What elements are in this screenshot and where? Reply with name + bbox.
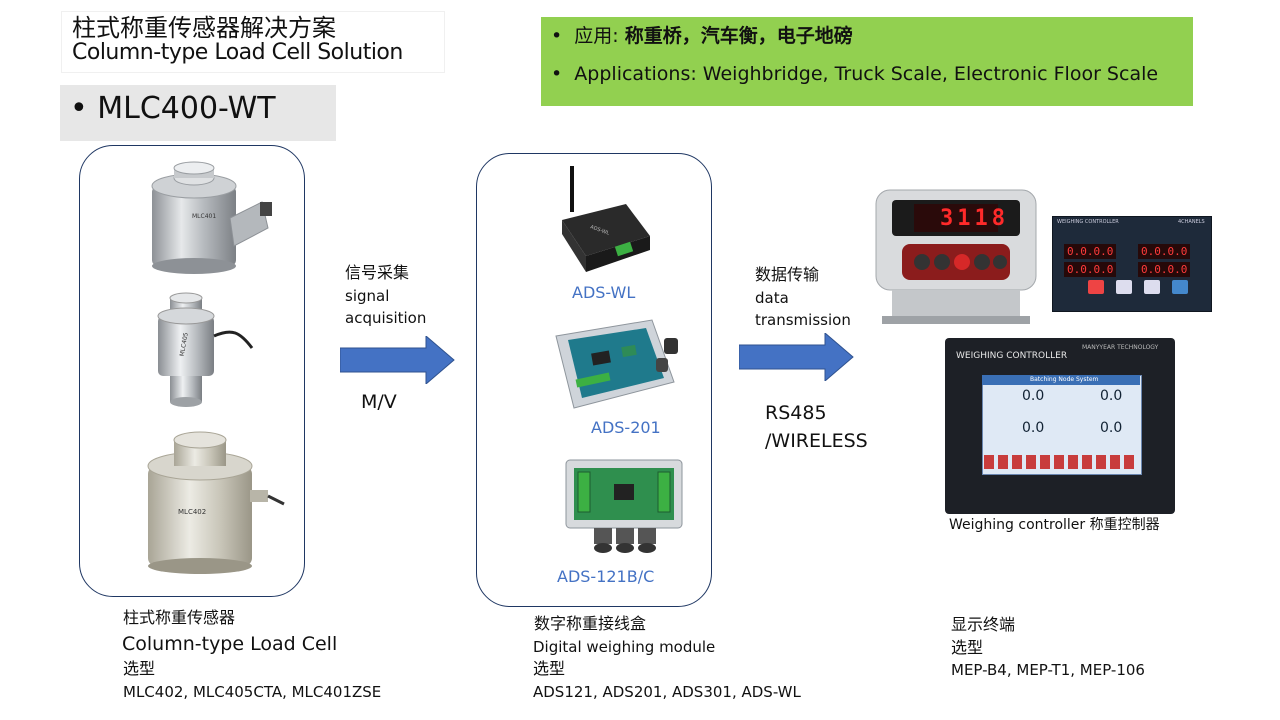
signal-unit: M/V [361, 391, 397, 413]
small-controller-title: WEIGHING CONTROLLER [1057, 219, 1119, 225]
module-selection-label: 选型 [533, 659, 566, 678]
applications-box [541, 17, 1193, 106]
touch-screen-value-4: 0.0 [1100, 420, 1123, 436]
module-caption-cn: 数字称重接线盒 [534, 614, 647, 633]
transmission-en-line1: data [755, 289, 789, 307]
bullet: • [551, 25, 575, 47]
title-box [62, 12, 444, 72]
touch-screen-value-3: 0.0 [1022, 420, 1045, 436]
bullet: • [551, 63, 575, 85]
touch-screen-title: Batching Node System [1030, 376, 1099, 383]
transmission-arrow-icon [739, 333, 854, 381]
small-controller-readout-4: 0.0.0.0 [1138, 262, 1191, 277]
transmission-cn: 数据传输 [755, 265, 820, 284]
touch-screen-value-1: 0.0 [1022, 388, 1045, 404]
load-cell-mlc405-image: MLC405 [157, 292, 254, 407]
touch-controller-header: WEIGHING CONTROLLER [956, 351, 1068, 361]
module-caption-en: Digital weighing module [533, 638, 716, 656]
display-photo-caption: Weighing controller 称重控制器 [949, 517, 1160, 533]
ads-wl-image: ADS-WL [562, 166, 650, 272]
module-label-ads-121: ADS-121B/C [557, 567, 655, 586]
transmission-protocol-line1: RS485 [765, 402, 827, 424]
small-controller-button [1172, 280, 1188, 294]
load-cell-mlc402-image: MLC402 [147, 431, 285, 574]
applications-cn: • 应用: 称重桥，汽车衡，电子地磅 [551, 24, 853, 48]
signal-en-line2: acquisition [345, 309, 427, 327]
small-controller-readout-2: 0.0.0.0 [1138, 244, 1191, 259]
small-controller-button [1116, 280, 1132, 294]
title-chinese: 柱式称重传感器解决方案 [72, 14, 336, 42]
touch-controller-brand: MANYYEAR TECHNOLOGY [1082, 344, 1159, 351]
applications-cn-list: 称重桥，汽车衡，电子地磅 [624, 25, 853, 47]
small-controller-channels: 4CHANELS [1178, 219, 1205, 225]
module-models: ADS121, ADS201, ADS301, ADS-WL [533, 683, 801, 701]
load-cell-engraving: MLC401 [192, 213, 216, 220]
applications-en-text: Applications: Weighbridge, Truck Scale, … [574, 63, 1159, 85]
small-controller-readout-3: 0.0.0.0 [1064, 262, 1117, 277]
load-cell-selection-label: 选型 [123, 659, 156, 678]
model-label: • MLC400-WT [70, 91, 276, 126]
small-controller-readout-1: 0.0.0.0 [1064, 244, 1117, 259]
ads-121-image [565, 459, 683, 553]
model-box [60, 85, 336, 141]
transmission-protocol-line2: /WIRELESS [765, 430, 868, 452]
applications-cn-prefix: 应用: [574, 25, 619, 47]
title-english: Column-type Load Cell Solution [72, 40, 403, 65]
indicator-readout: 3118 [940, 206, 1009, 231]
load-cell-models: MLC402, MLC405CTA, MLC401ZSE [123, 683, 382, 701]
small-controller-button [1088, 280, 1104, 294]
load-cell-mlc401-image: MLC401 [151, 161, 272, 274]
load-cell-caption-cn: 柱式称重传感器 [123, 608, 236, 627]
module-label-ads-wl: ADS-WL [572, 283, 636, 302]
touch-screen-button-row [984, 455, 1138, 469]
ads-201-image [555, 319, 678, 409]
load-cell-engraving: MLC402 [178, 508, 206, 516]
touch-screen-titlebar [982, 375, 1140, 385]
display-caption-cn: 显示终端 [951, 615, 1016, 634]
module-label-ads-201: ADS-201 [591, 418, 661, 437]
signal-cn: 信号采集 [345, 263, 410, 282]
small-controller-button [1144, 280, 1160, 294]
weighing-indicator-image [875, 189, 1037, 324]
touch-screen-value-2: 0.0 [1100, 388, 1123, 404]
display-models: MEP-B4, MEP-T1, MEP-106 [951, 661, 1145, 679]
applications-en: • Applications: Weighbridge, Truck Scale… [551, 62, 1158, 86]
signal-en-line1: signal [345, 287, 390, 305]
display-selection-label: 选型 [951, 638, 984, 657]
signal-arrow-icon [340, 336, 455, 384]
load-cell-caption-en: Column-type Load Cell [122, 633, 338, 655]
transmission-en-line2: transmission [755, 311, 851, 329]
load-cell-engraving: MLC405 [179, 332, 190, 357]
